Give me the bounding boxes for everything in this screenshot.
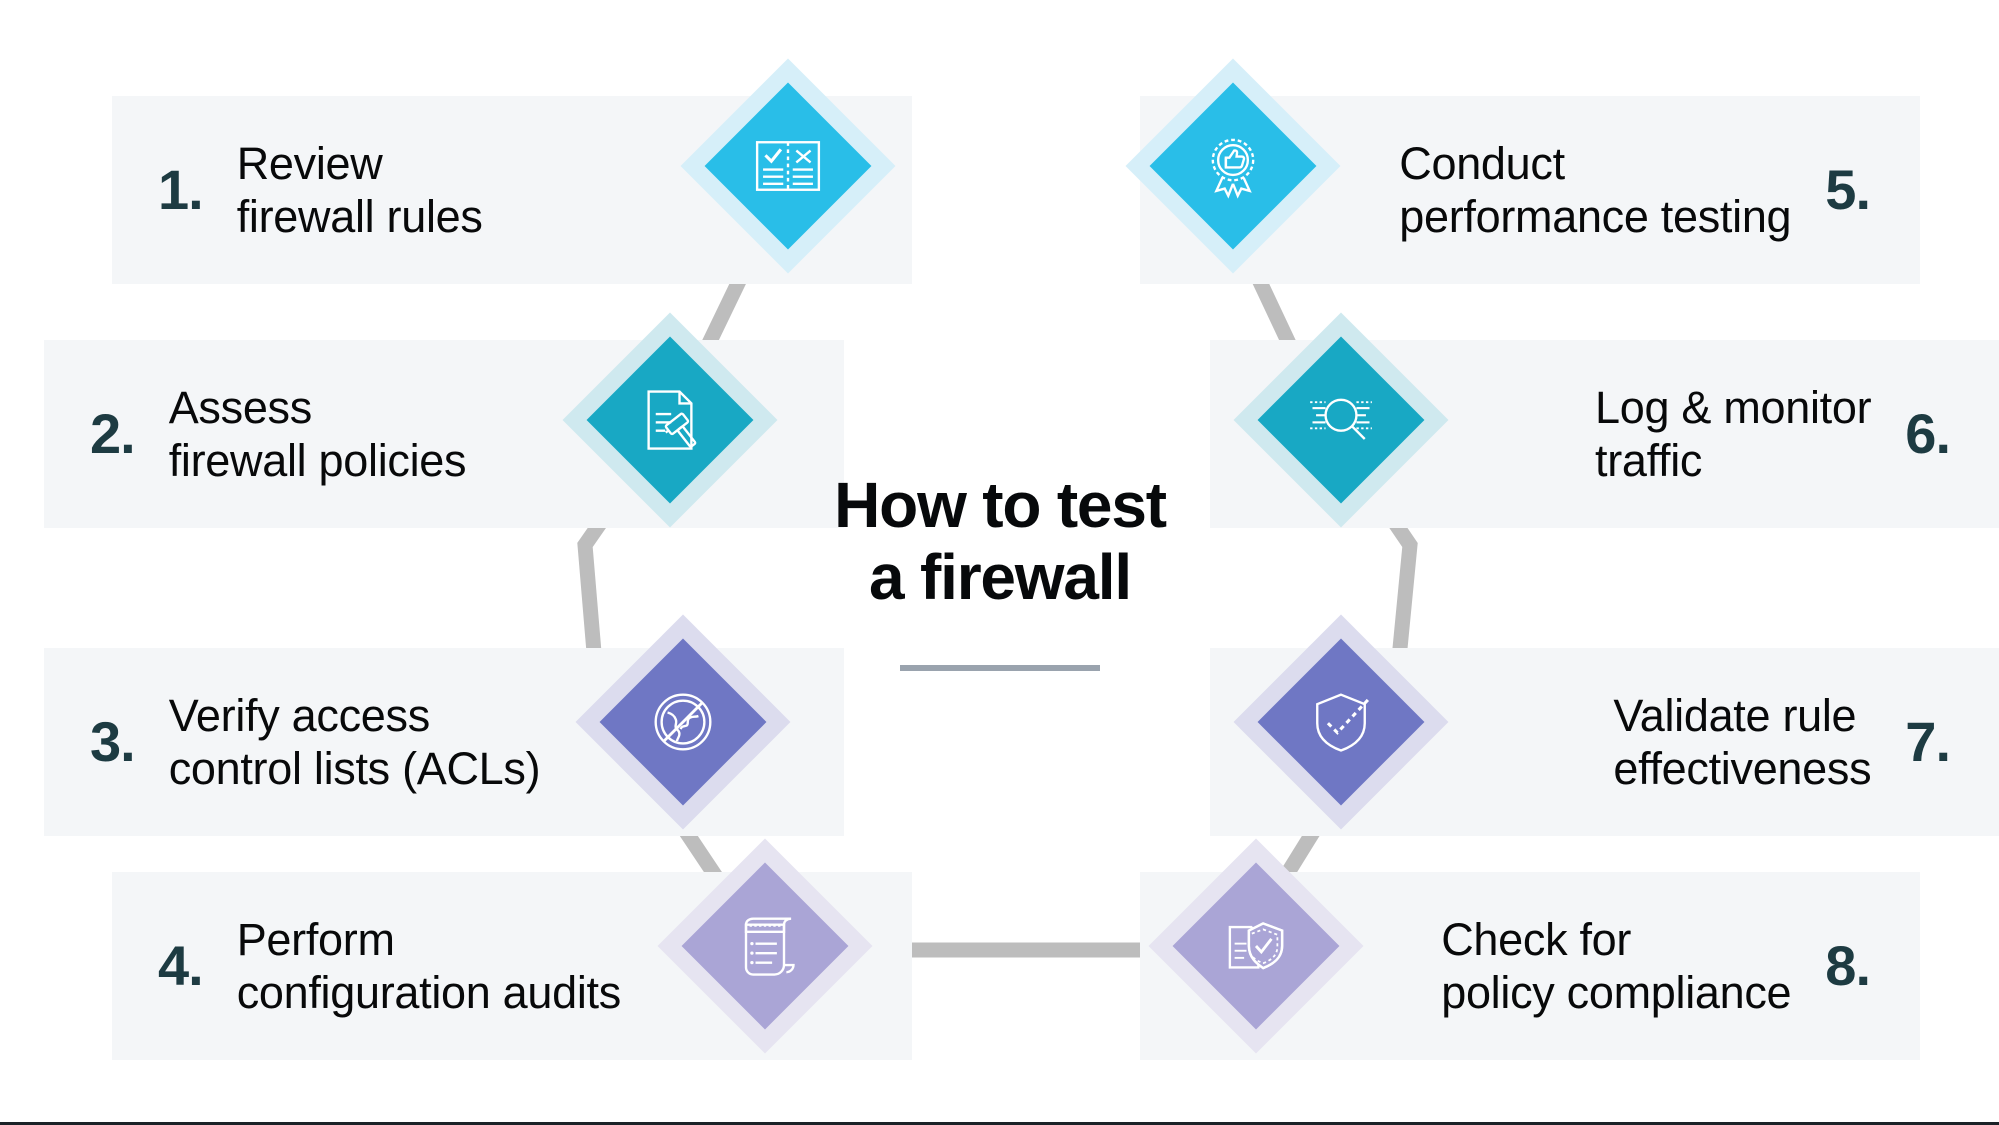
award-badge-thumbs-up-icon <box>1195 128 1271 204</box>
step-label-5: Conduct performance testing <box>1399 137 1792 242</box>
step-diamond-6[interactable] <box>1233 312 1449 528</box>
step-diamond-5[interactable] <box>1125 58 1341 274</box>
blocked-globe-icon <box>645 684 721 760</box>
step-number-6: 6. <box>1905 402 1951 465</box>
step-label-1: Review firewall rules <box>236 137 483 242</box>
step-number-3: 3. <box>90 710 136 773</box>
audit-scroll-icon <box>727 908 803 984</box>
policy-document-gavel-icon <box>632 382 708 458</box>
magnifier-log-data-icon <box>1303 382 1379 458</box>
step-number-4: 4. <box>158 934 204 997</box>
step-diamond-8[interactable] <box>1148 838 1364 1054</box>
step-diamond-3[interactable] <box>575 614 791 830</box>
title-divider <box>900 665 1100 672</box>
step-number-7: 7. <box>1905 710 1951 773</box>
center-title-block: How to test a firewall <box>760 469 1240 672</box>
rules-checklist-book-icon <box>750 128 826 204</box>
step-label-7: Validate rule effectiveness <box>1613 689 1872 794</box>
step-diamond-7[interactable] <box>1233 614 1449 830</box>
footer-divider <box>0 1122 1999 1125</box>
step-diamond-2[interactable] <box>562 312 778 528</box>
step-label-4: Perform configuration audits <box>236 913 622 1018</box>
step-number-2: 2. <box>90 402 136 465</box>
step-label-6: Log & monitor traffic <box>1595 381 1872 486</box>
step-diamond-4[interactable] <box>657 838 873 1054</box>
step-number-8: 8. <box>1825 934 1871 997</box>
shield-dashed-check-icon <box>1303 684 1379 760</box>
page-title: How to test a firewall <box>834 469 1167 613</box>
document-shield-check-icon <box>1218 908 1294 984</box>
step-diamond-1[interactable] <box>680 58 896 274</box>
step-number-1: 1. <box>158 158 204 221</box>
step-label-8: Check for policy compliance <box>1441 913 1792 1018</box>
step-label-3: Verify access control lists (ACLs) <box>168 689 541 794</box>
step-number-5: 5. <box>1825 158 1871 221</box>
step-label-2: Assess firewall policies <box>168 381 467 486</box>
